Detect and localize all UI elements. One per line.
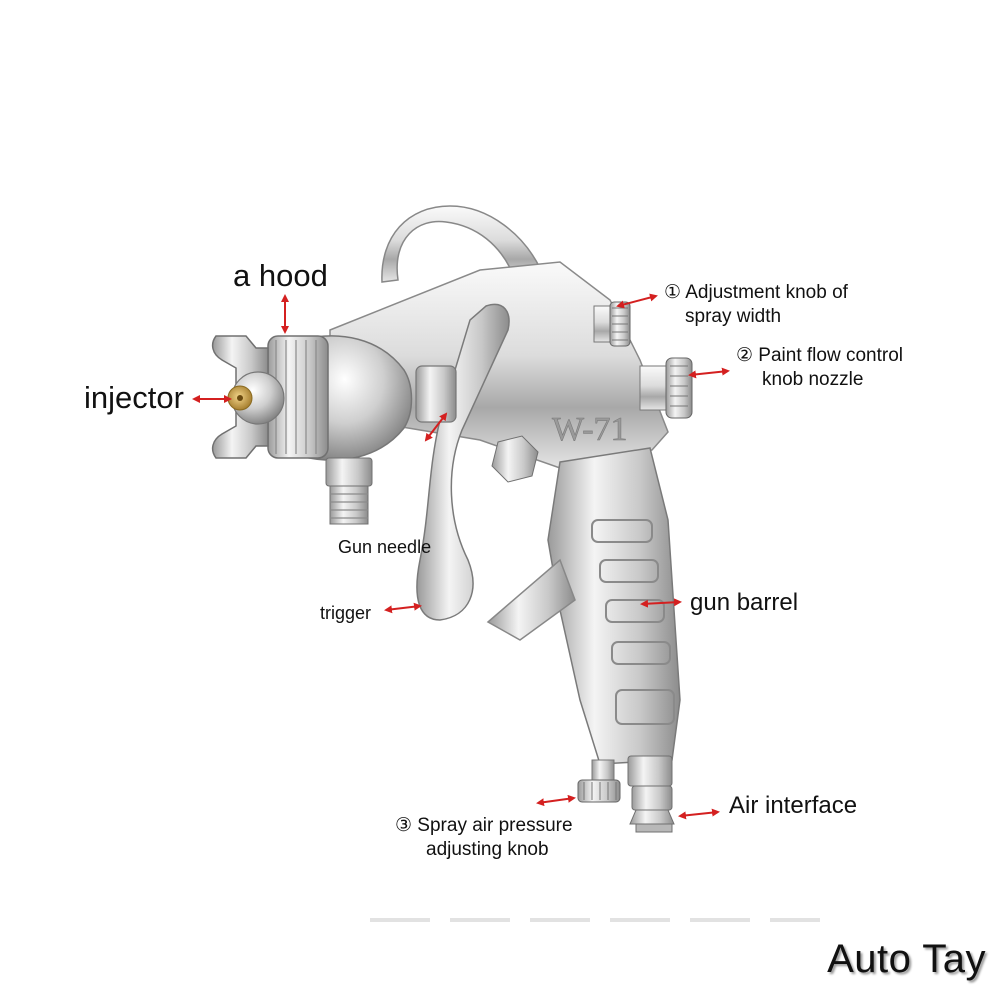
label-gun-needle: Gun needle <box>338 537 432 557</box>
air-inlet-fitting <box>627 755 675 833</box>
arrow-gun-barrel <box>640 598 682 608</box>
watermark-logo: Auto Tay <box>827 937 986 981</box>
label-air-interface: Air interface <box>729 792 858 819</box>
label-paint-flow-line1: ② Paint flow control <box>736 345 903 366</box>
gun-marking: W-71 <box>552 411 628 448</box>
label-spray-width-line1: ① Adjustment knob of <box>664 282 848 303</box>
label-air-pressure-line2: adjusting knob <box>426 839 549 860</box>
trigger-rest <box>486 558 576 641</box>
label-injector: injector <box>84 380 184 415</box>
label-gun-barrel: gun barrel <box>690 589 799 616</box>
label-paint-flow: ② Paint flow control knob nozzle <box>736 344 903 392</box>
label-spray-width-line2: spray width <box>685 306 782 327</box>
label-hood: a hood <box>233 258 328 293</box>
side-nut <box>491 435 539 483</box>
spray-width-knob <box>593 301 631 347</box>
trigger-lever <box>416 303 510 621</box>
paint-inlet-fitting <box>325 457 373 525</box>
label-air-pressure-line1: ③ Spray air pressure <box>395 815 573 836</box>
label-air-pressure: ③ Spray air pressure adjusting knob <box>395 814 573 862</box>
arrow-air-interface <box>678 808 720 820</box>
arrow-gun-needle <box>424 412 448 442</box>
label-trigger: trigger <box>320 603 372 623</box>
label-paint-flow-line2: knob nozzle <box>762 369 864 390</box>
arrow-paint-flow <box>688 367 730 379</box>
arrow-air-pressure <box>536 794 576 807</box>
annotation-arrows <box>192 293 730 820</box>
grip-ribs <box>591 519 675 725</box>
paint-flow-knob <box>639 357 693 419</box>
spray-gun-body: W-71 <box>211 205 693 833</box>
air-pressure-knob <box>577 759 621 803</box>
arrow-trigger <box>384 602 422 614</box>
needle-link <box>415 365 457 423</box>
arrow-spray-width <box>616 293 658 309</box>
label-spray-width: ① Adjustment knob of spray width <box>664 281 848 329</box>
